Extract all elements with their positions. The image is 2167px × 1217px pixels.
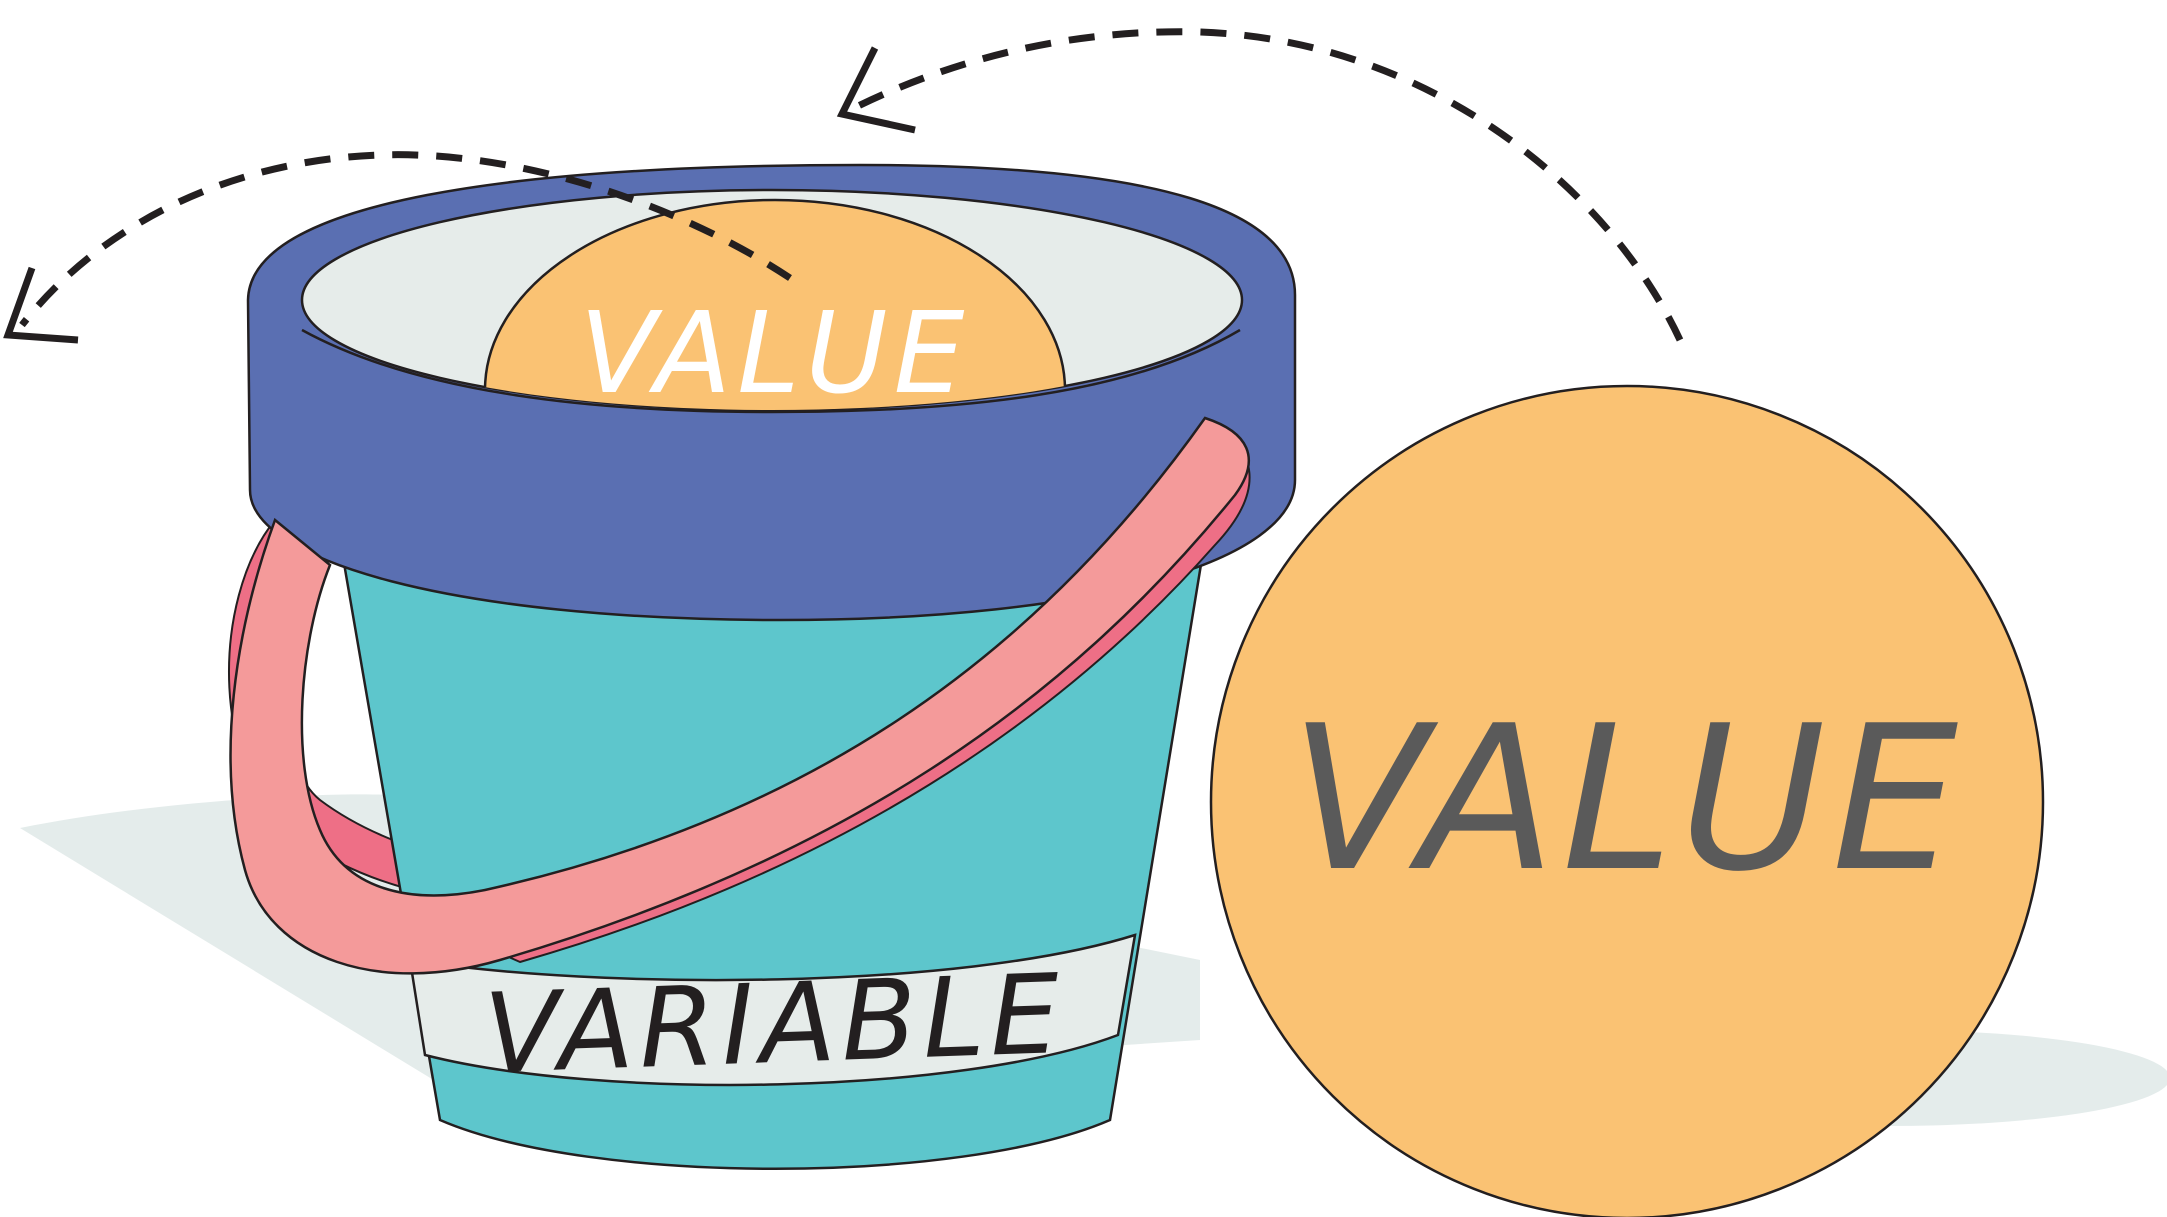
outer-value-text: VALUE <box>1290 683 1964 916</box>
bucket-opening-front-edge <box>301 328 1241 414</box>
variable-label-band <box>408 933 1137 1087</box>
dashed-arrow-into-bucket-icon <box>836 28 1684 342</box>
inner-value-text: VALUE <box>580 289 971 419</box>
bucket-handle-front <box>229 416 1251 975</box>
variable-label-text: VARIABLE <box>482 950 1068 1098</box>
dashed-arrow-out-of-bucket-icon <box>3 151 792 344</box>
outer-value-ball <box>1209 384 2045 1217</box>
